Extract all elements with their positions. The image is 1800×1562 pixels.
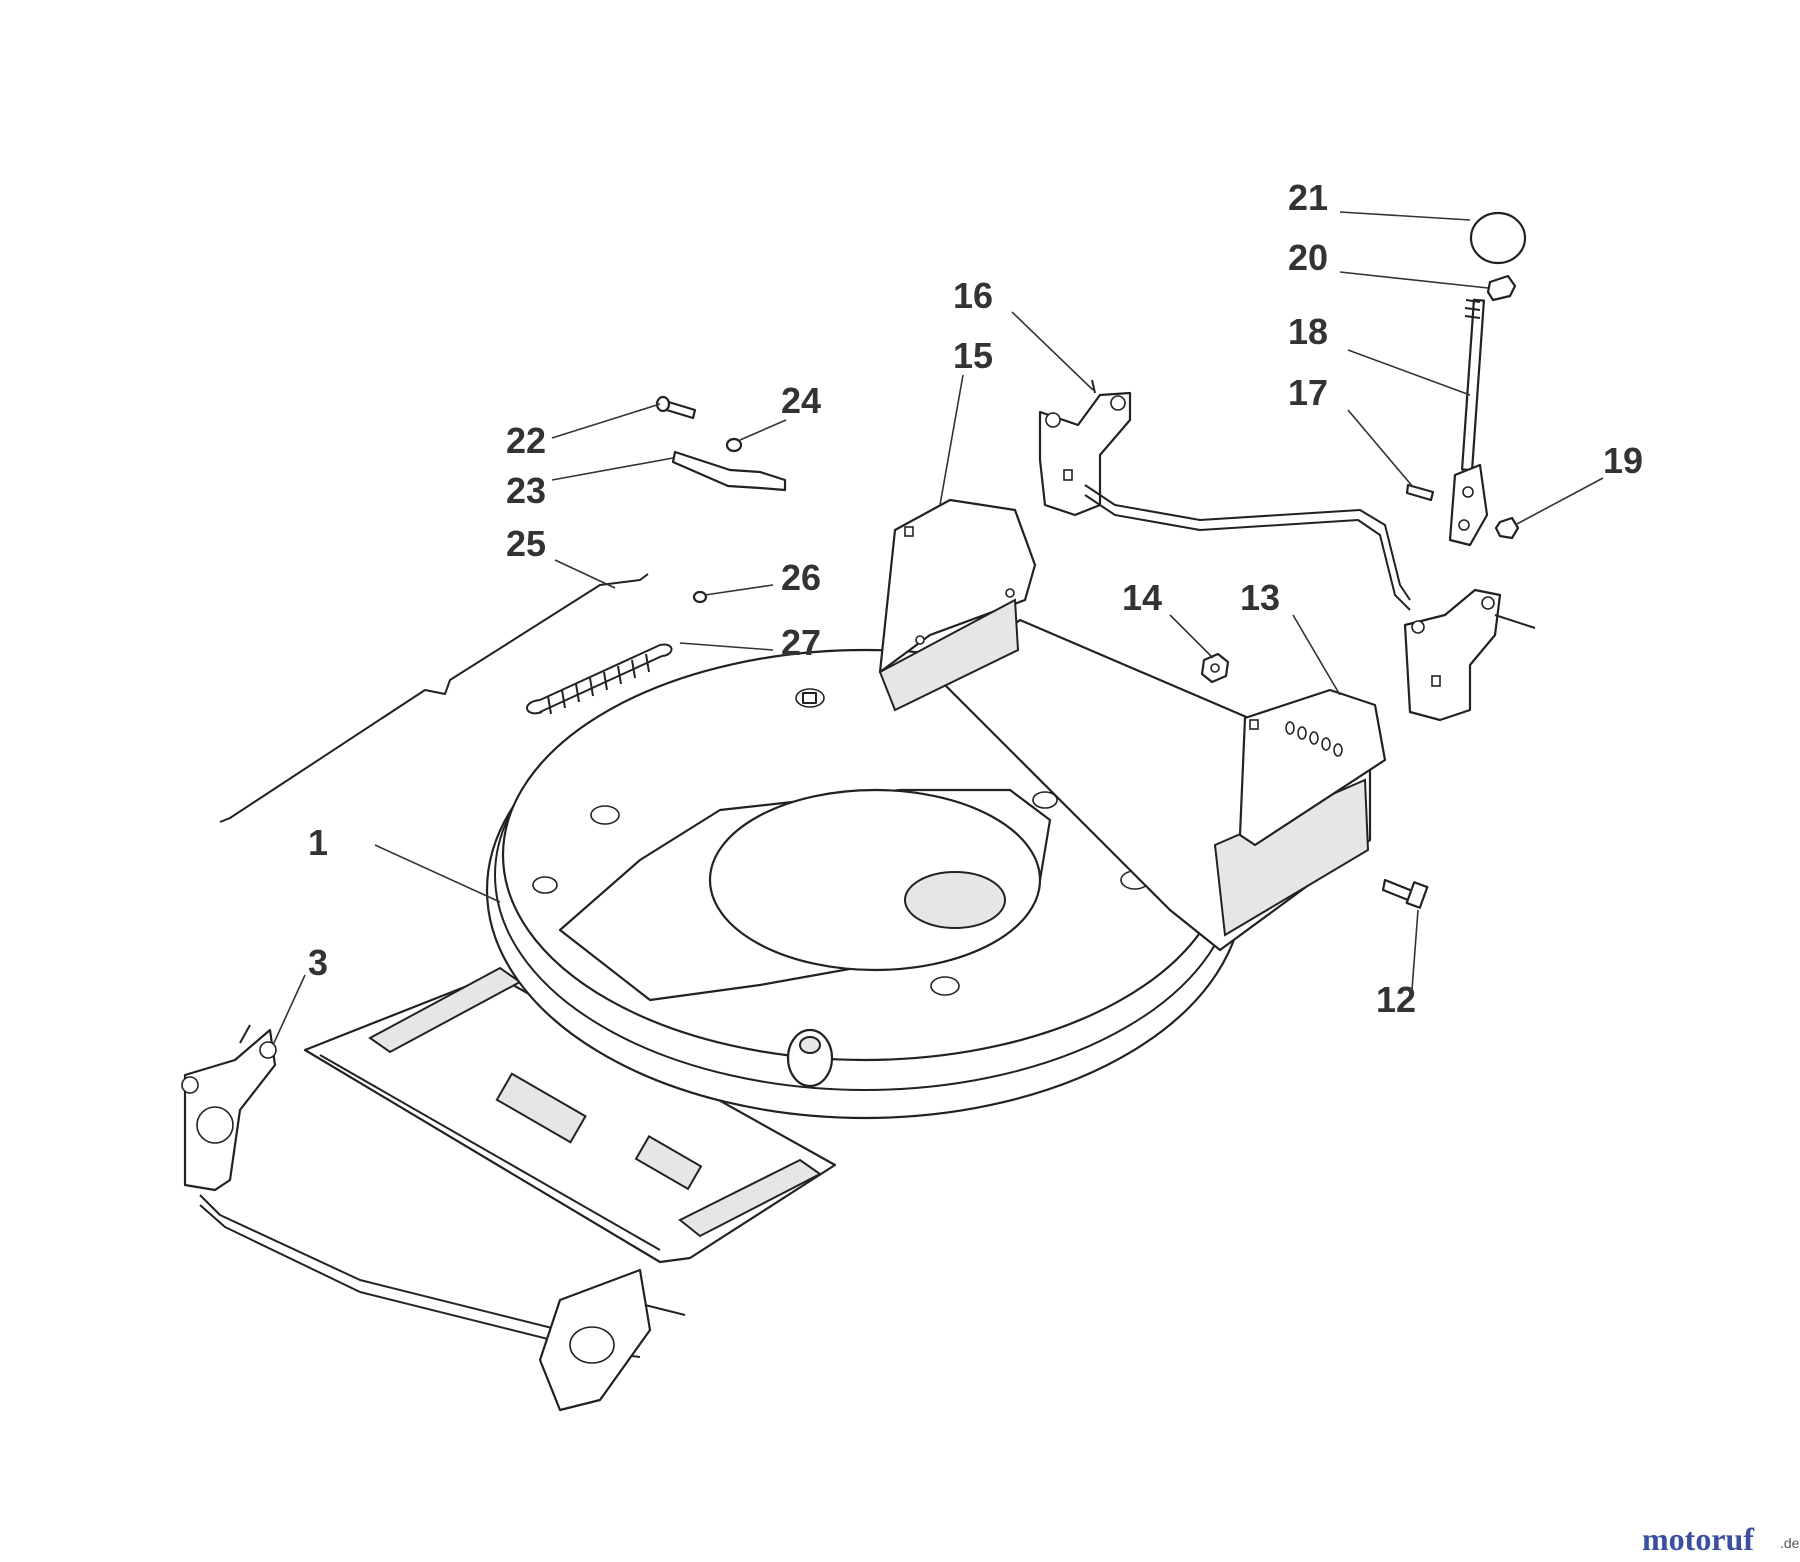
callout-26: 26	[781, 557, 821, 598]
callout-12: 12	[1376, 979, 1416, 1020]
callout-21: 21	[1288, 177, 1328, 218]
callout-27: 27	[781, 622, 821, 663]
callout-16: 16	[953, 275, 993, 316]
brand-name: motoruf	[1642, 1521, 1754, 1557]
small-parts-group	[219, 395, 787, 823]
callout-3: 3	[308, 942, 328, 983]
callout-18: 18	[1288, 311, 1328, 352]
mower-deck-part-1	[303, 618, 1372, 1264]
height-lever-assembly	[1405, 211, 1527, 547]
callout-15: 15	[953, 335, 993, 376]
callout-24: 24	[781, 380, 821, 421]
callout-1: 1	[308, 822, 328, 863]
brand-suffix: .de	[1780, 1535, 1800, 1551]
brand-logo: motoruf .de	[1642, 1521, 1800, 1557]
height-plate-part-13	[1238, 688, 1387, 847]
callout-19: 19	[1603, 440, 1643, 481]
height-plate-part-15	[878, 498, 1037, 712]
bolt-part-12	[1381, 878, 1429, 909]
rear-axle-bracket-part-16	[1038, 379, 1536, 722]
leader-lines	[272, 211, 1604, 1046]
callout-23: 23	[506, 470, 546, 511]
callout-labels: 1 3 12 13 14 15 16 17 18 19 20 21 22 23 …	[308, 177, 1643, 1020]
callout-25: 25	[506, 523, 546, 564]
callout-17: 17	[1288, 372, 1328, 413]
front-axle-bracket-part-3	[181, 1024, 686, 1412]
nut-part-14	[1200, 652, 1230, 684]
callout-22: 22	[506, 420, 546, 461]
callout-20: 20	[1288, 237, 1328, 278]
callout-14: 14	[1122, 577, 1162, 618]
callout-13: 13	[1240, 577, 1280, 618]
